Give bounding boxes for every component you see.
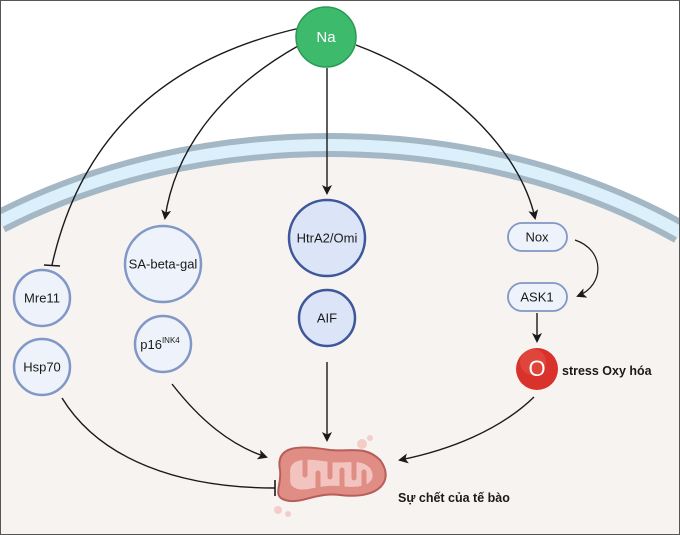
node-na: Na [295,6,357,68]
node-sa-beta-gal: SA-beta-gal [123,224,203,304]
node-aif: AIF [297,288,357,348]
aif-label: AIF [317,310,337,325]
edge-p16-mito [171,383,268,460]
node-htra2-omi: HtrA2/Omi [287,198,367,278]
edge-na-sa-beta-gal [161,45,299,220]
node-p16: p16INK4 [133,314,193,374]
inhibit-edge-na-mre11 [51,27,301,266]
na-label: Na [316,29,336,46]
nox-label: Nox [525,229,549,244]
ask1-label: ASK1 [520,289,553,304]
edge-nox-ask1 [574,239,599,298]
oxidative-stress-label: stress Oxy hóa [562,364,653,378]
node-hsp70: Hsp70 [12,337,72,397]
htra2-label: HtrA2/Omi [297,230,358,245]
oxygen-label: O [528,356,545,381]
cell-death-label: Sự chết của tế bào [398,491,510,505]
edge-oxygen-mito [398,396,535,464]
inhibit-bar [43,264,61,267]
node-nox: Nox [507,222,568,252]
sa-beta-gal-label: SA-beta-gal [129,256,198,271]
inhibit-edge-hsp70-mito [61,397,276,489]
node-mre11: Mre11 [12,268,72,328]
node-ask1: ASK1 [507,282,568,312]
edge-na-nox [355,44,539,220]
hsp70-label: Hsp70 [23,359,61,374]
mitochondrion-icon [274,435,387,517]
mre11-label: Mre11 [24,290,60,305]
p16-label: p16INK4 [140,336,180,352]
node-oxygen: O [516,348,558,390]
